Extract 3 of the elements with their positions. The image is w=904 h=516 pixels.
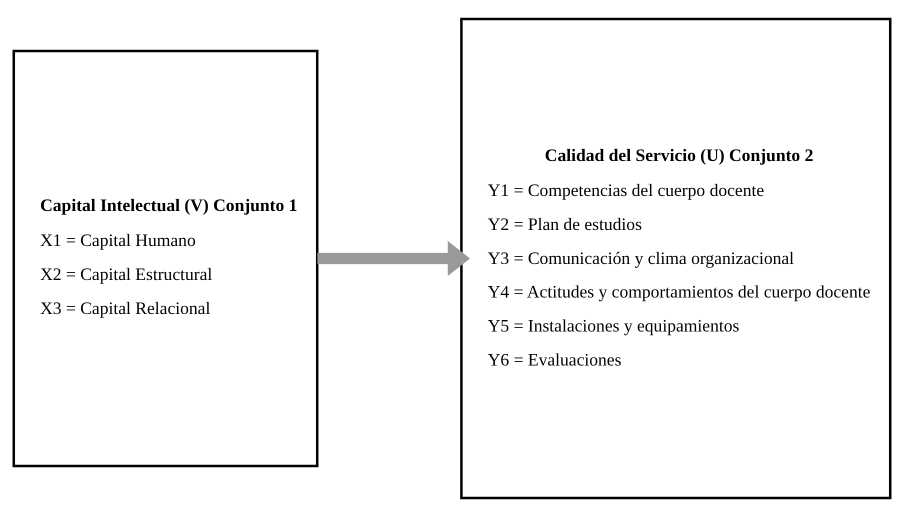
node-box: Capital Intelectual (V) Conjunto 1 X1 = Capital Humano X2 = Capital Estructural X3 = Capital Relacional <box>12 49 318 467</box>
node-box: Calidad del Servicio (U) Conjunto 2 Y1 = Competencias del cuerpo docente Y2 = Plan de estudios Y3 = Comunicación y clima organizacional Y4 = Actitudes y comportamientos del cuerpo docente Y5 = Instalaciones y equipamientos Y6 = Evaluaciones <box>460 17 892 499</box>
arrow <box>317 240 470 276</box>
